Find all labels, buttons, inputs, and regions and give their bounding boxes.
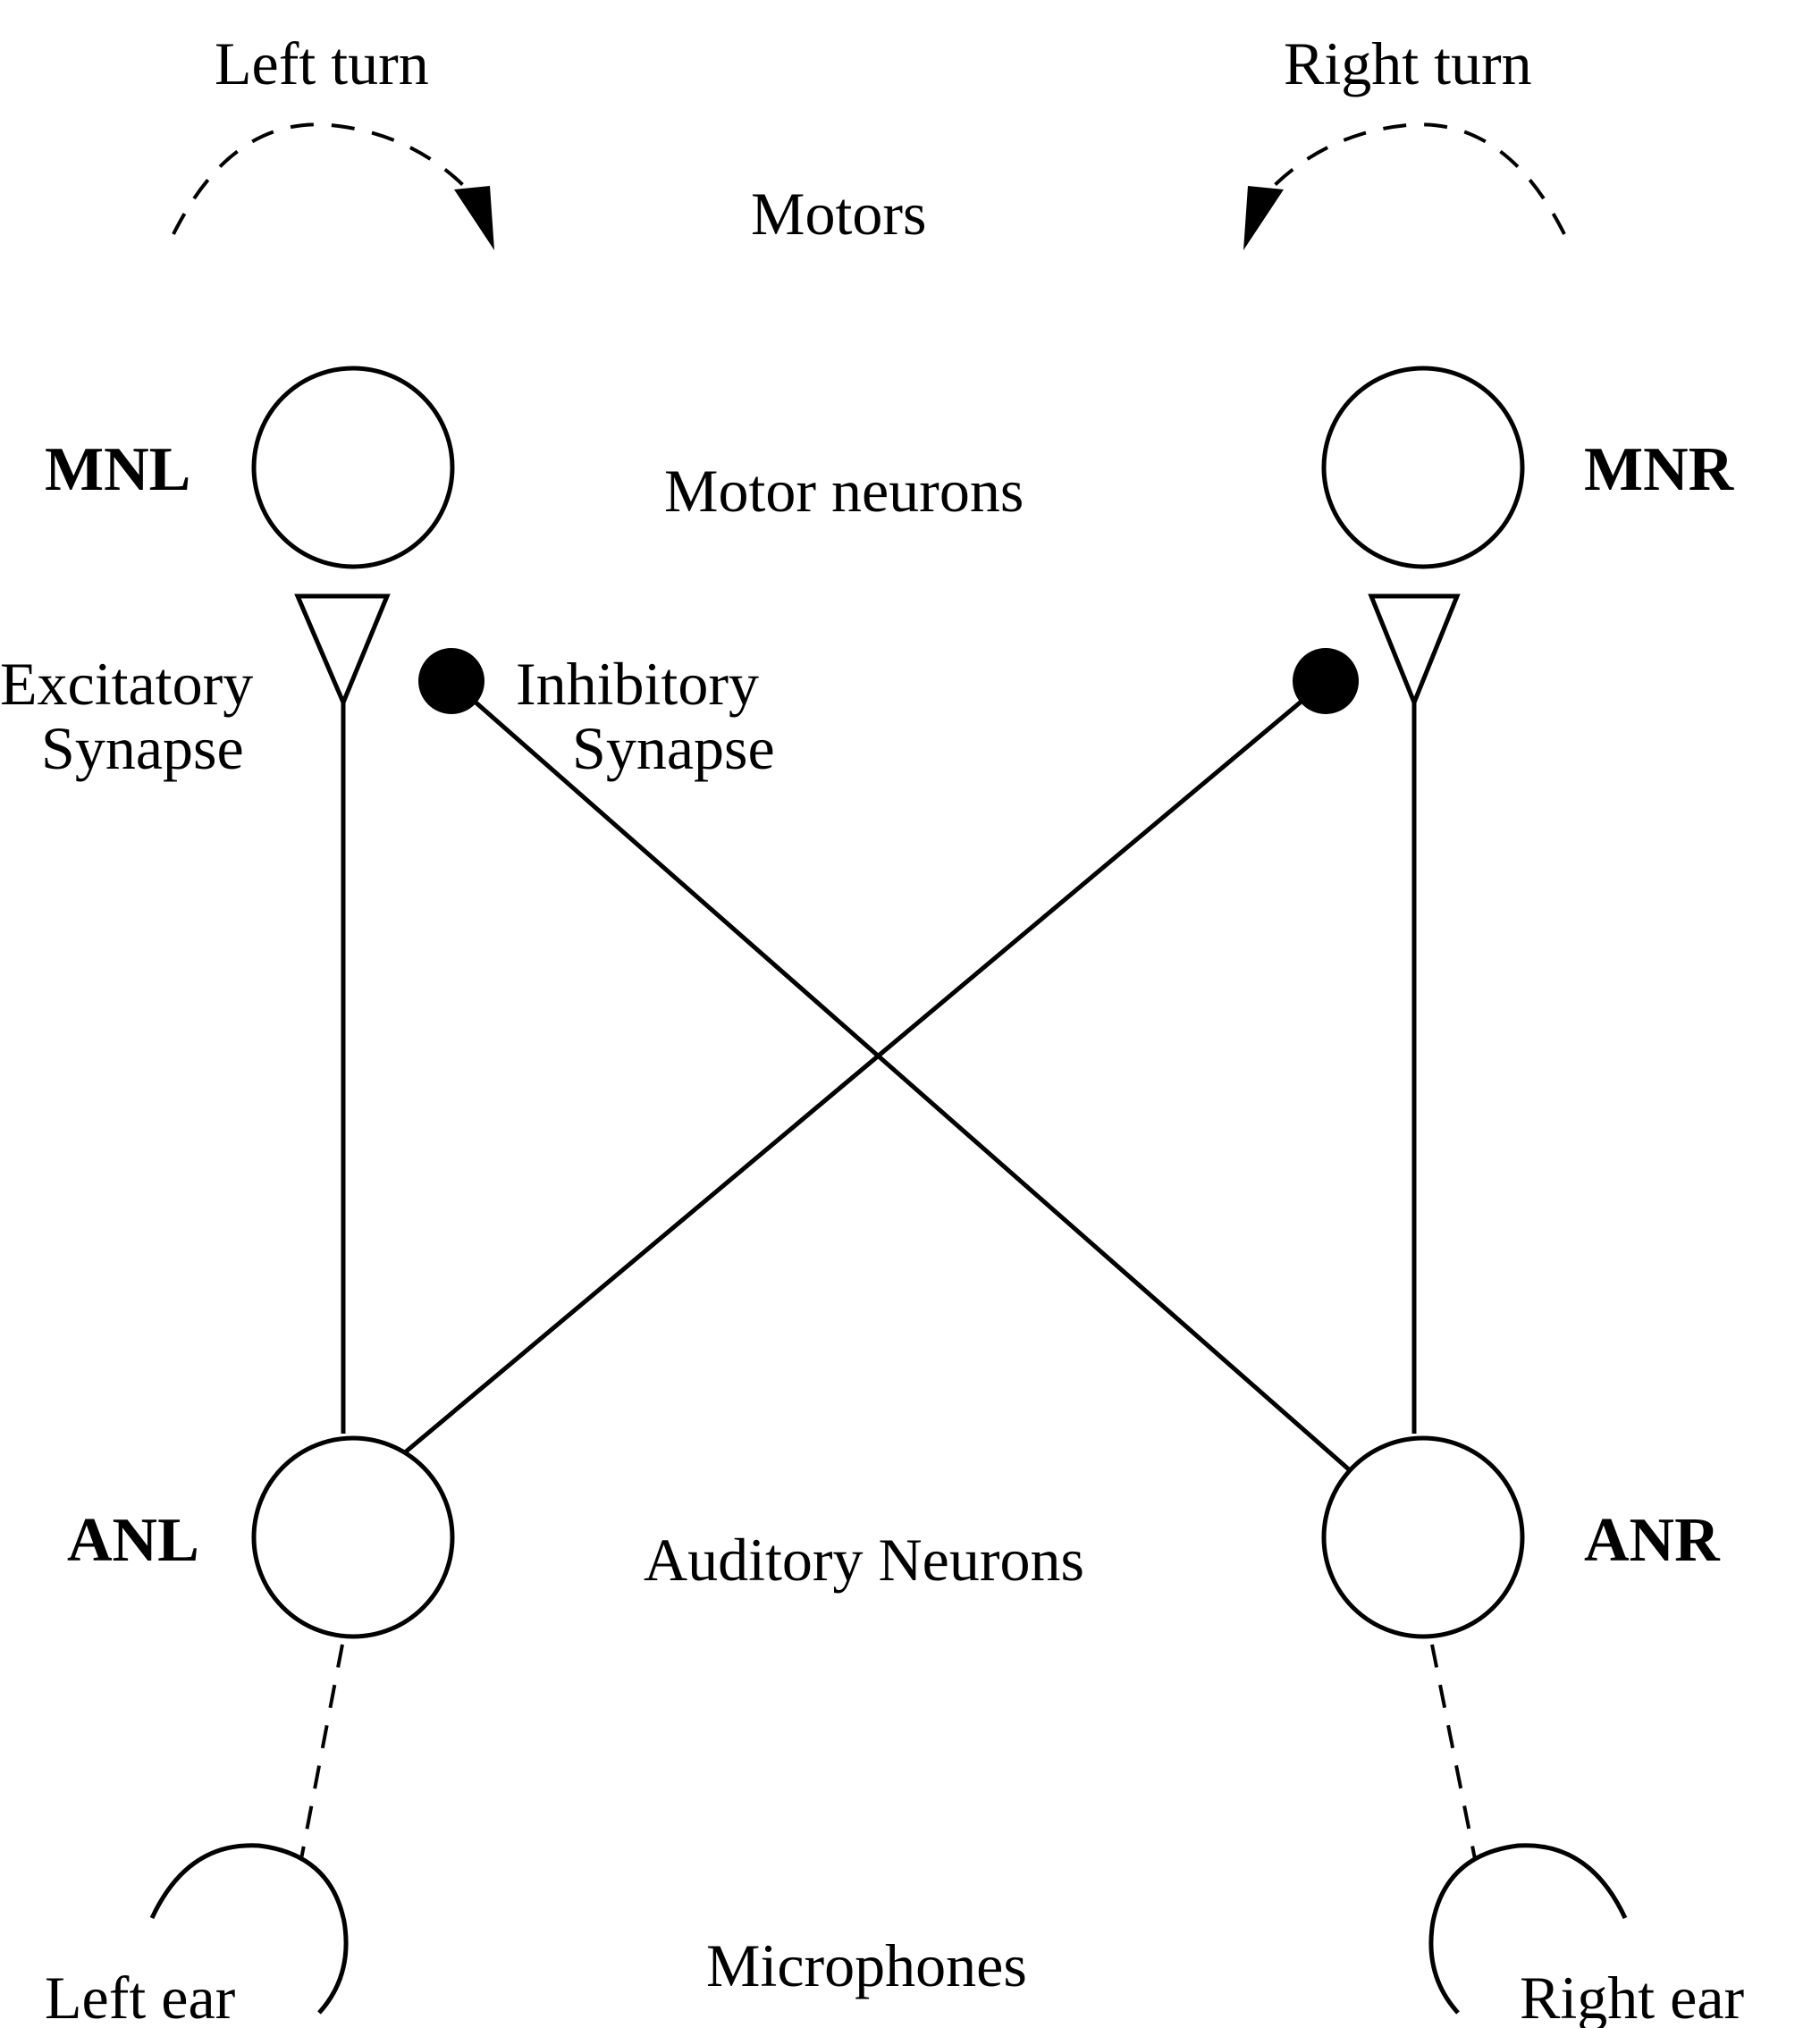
excitatory-synapse-label-line2: Synapse <box>41 714 244 782</box>
anr-neuron <box>1321 1435 1525 1639</box>
inhibitory-connection-anl-to-mnr <box>403 679 1327 1454</box>
mnr-label: MNR <box>1584 435 1735 504</box>
right-ear-connection <box>1430 1644 1477 1860</box>
right-ear-label: Right ear <box>1520 1964 1745 2028</box>
motors-label: Motors <box>751 180 926 248</box>
mnr-neuron <box>1321 366 1525 569</box>
excitatory-synapse-right-icon <box>1368 593 1461 709</box>
microphones-label: Microphones <box>706 1931 1027 1999</box>
right-turn-arrowhead-icon <box>1243 186 1284 250</box>
left-ear-connection <box>299 1644 344 1860</box>
right-turn-label: Right turn <box>1284 29 1532 97</box>
excitatory-synapse-left-icon <box>294 593 391 709</box>
left-turn-arrow-arc <box>172 122 480 235</box>
inhibitory-connection-anr-to-mnl <box>450 679 1352 1472</box>
anl-label: ANL <box>67 1506 199 1575</box>
anr-label: ANR <box>1584 1506 1721 1575</box>
right-turn-arrow-arc <box>1258 122 1566 235</box>
motor-neurons-label: Motor neurons <box>664 457 1024 525</box>
mnl-neuron <box>251 366 455 569</box>
mnl-label: MNL <box>45 435 190 504</box>
left-ear-microphone-icon <box>149 1843 349 2015</box>
inhibitory-synapse-right-icon <box>1293 648 1359 714</box>
inhibitory-synapse-label-line2: Synapse <box>572 714 775 782</box>
auditory-neurons-label: Auditory Neurons <box>644 1526 1084 1594</box>
excitatory-synapse-label-line1: Excitatory <box>0 650 253 718</box>
right-ear-microphone-icon <box>1428 1843 1628 2015</box>
inhibitory-synapse-left-icon <box>418 648 484 714</box>
left-turn-label: Left turn <box>215 29 429 97</box>
anl-neuron <box>251 1435 455 1639</box>
left-turn-arrowhead-icon <box>454 186 494 250</box>
left-ear-label: Left ear <box>45 1964 236 2028</box>
inhibitory-synapse-label-line1: Inhibitory <box>516 650 759 718</box>
